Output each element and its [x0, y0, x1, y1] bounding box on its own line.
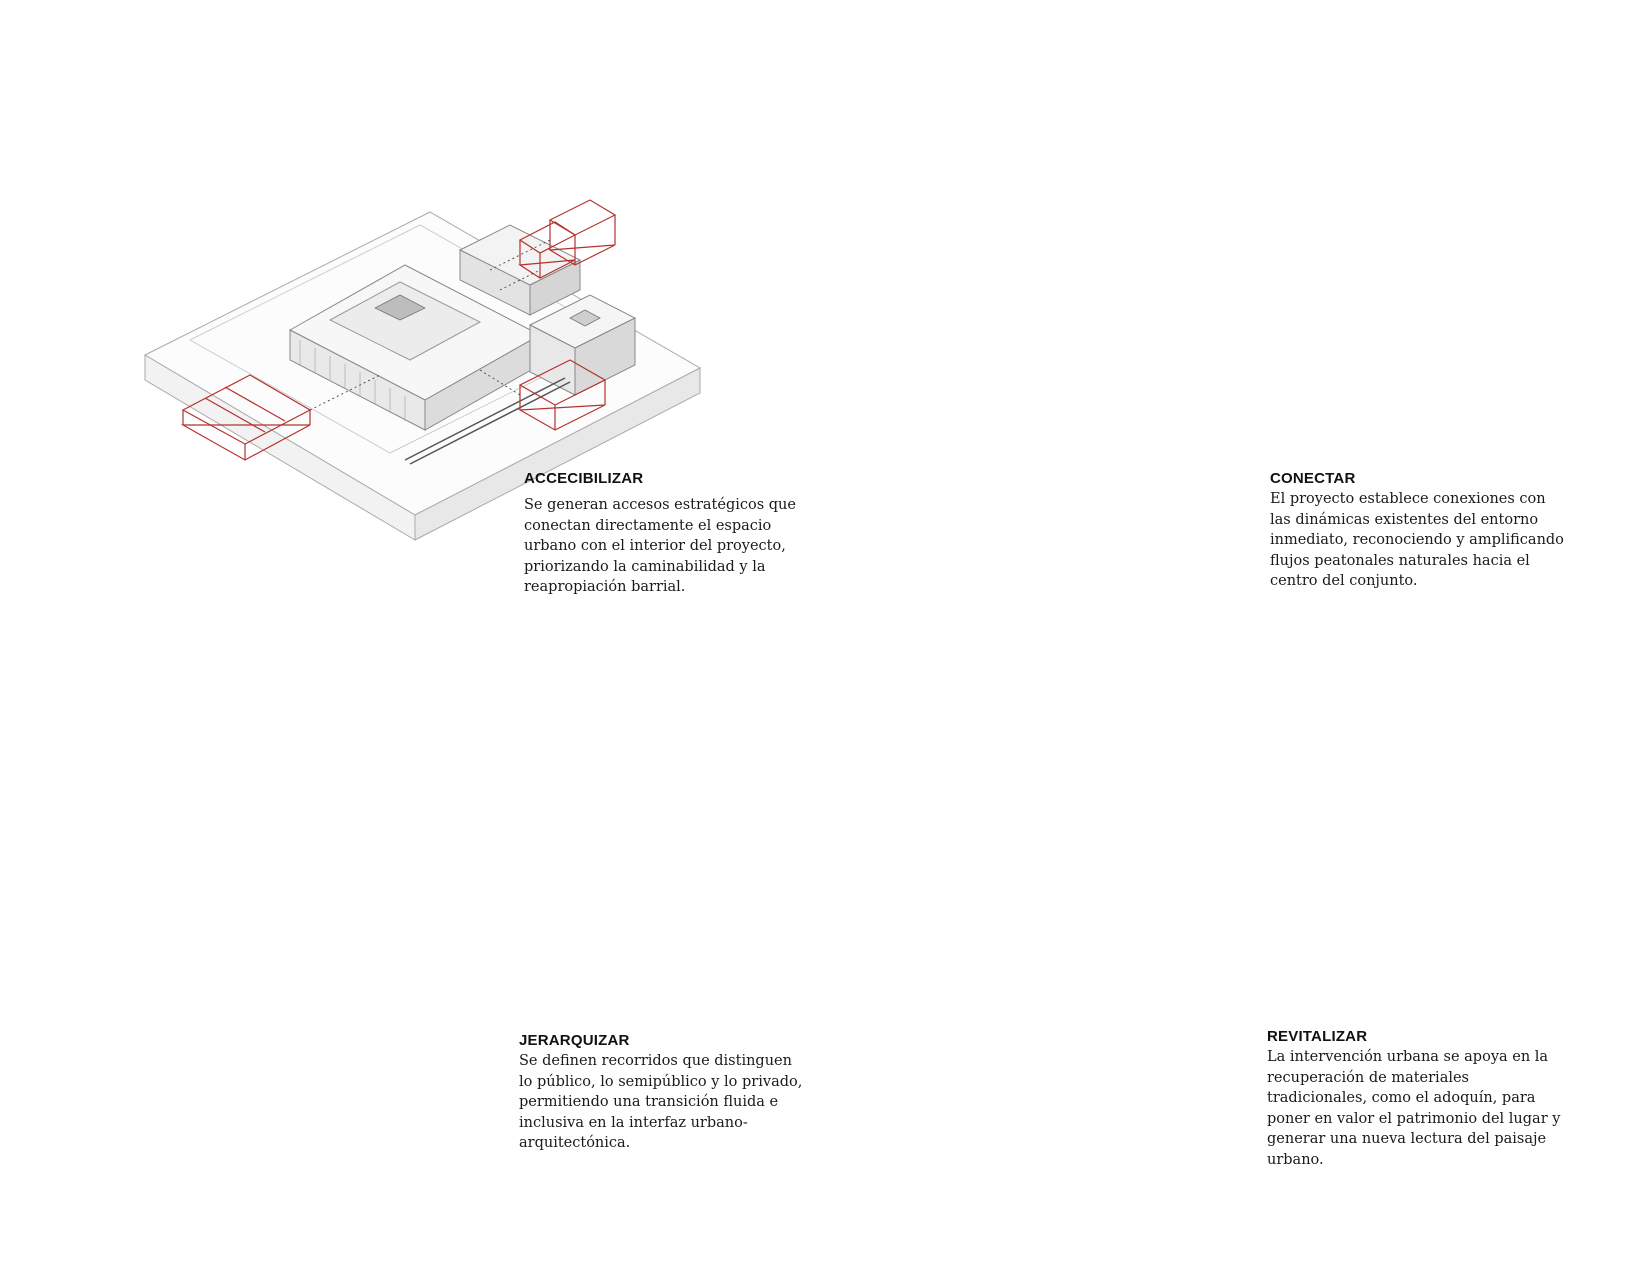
panel-description: El proyecto establece conexiones con las… — [1270, 491, 1564, 589]
panel-title: CONECTAR — [1270, 470, 1356, 487]
panel-accecibilizar: ACCECIBILIZAR Se generan accesos estraté… — [524, 470, 809, 598]
access-volume-right — [517, 359, 607, 431]
access-dotted-lines — [309, 239, 551, 411]
panel-title: JERARQUIZAR — [519, 1032, 630, 1049]
panel-title: REVITALIZAR — [1267, 1028, 1368, 1045]
panel-conectar: CONECTAR El proyecto establece conexione… — [1270, 470, 1570, 592]
ramp — [404, 377, 571, 465]
panel-description: Se definen recorridos que distinguen lo … — [519, 1053, 803, 1151]
panel-accecibilizar-drawing — [143, 199, 702, 541]
access-volume-left — [180, 374, 312, 461]
panel-title: ACCECIBILIZAR — [524, 470, 644, 487]
panel-jerarquizar: JERARQUIZAR Se definen recorridos que di… — [519, 1032, 809, 1154]
panel-description: Se generan accesos estratégicos que cone… — [524, 497, 796, 595]
access-volume-top — [518, 199, 617, 279]
panel-revitalizar: REVITALIZAR La intervención urbana se ap… — [1267, 1028, 1572, 1170]
panel-description: La intervención urbana se apoya en la re… — [1267, 1049, 1561, 1168]
